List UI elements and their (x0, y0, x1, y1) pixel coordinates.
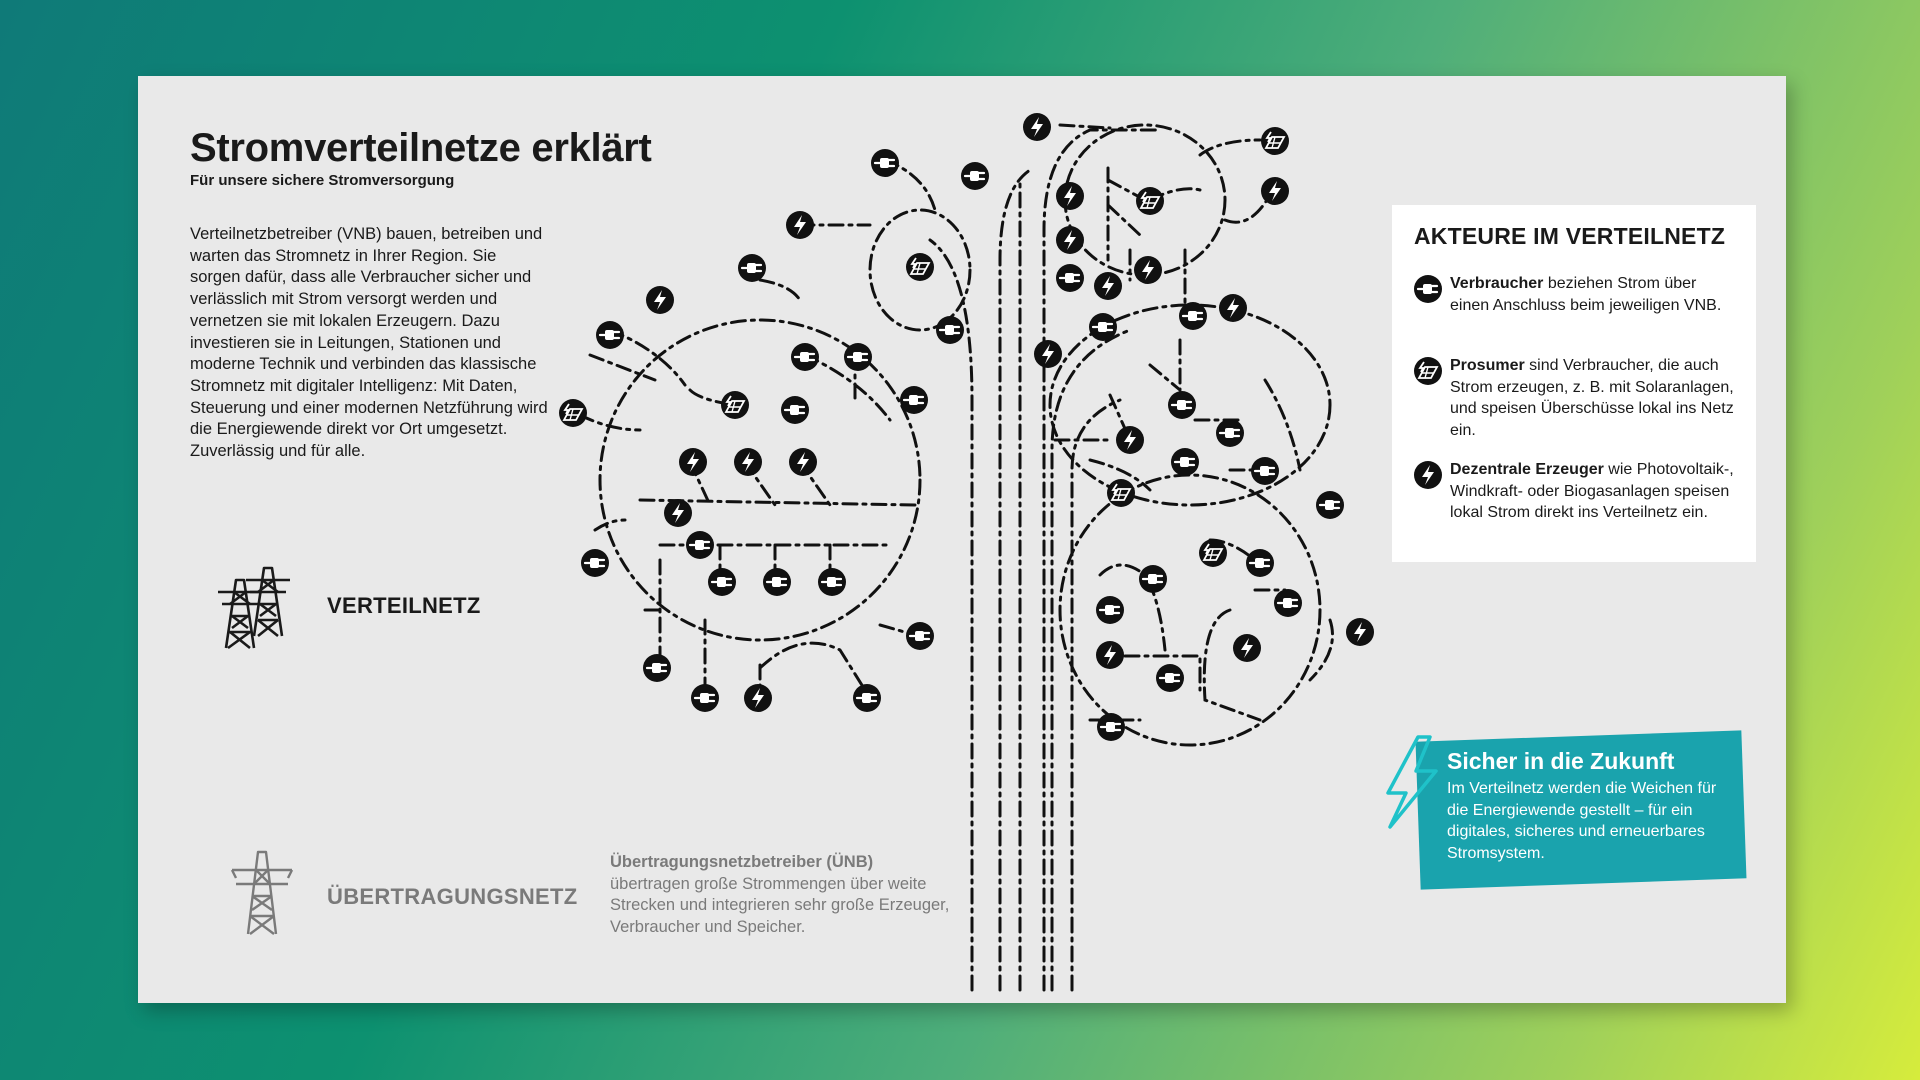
network-icons (558, 113, 1374, 743)
entry-erzeuger: Dezentrale Erzeuger wie Photovoltaik-, W… (1414, 459, 1734, 524)
page-title: Stromverteilnetze erklärt (190, 126, 652, 170)
entry-prosumer: Prosumer sind Verbraucher, die auch Stro… (1414, 355, 1734, 441)
power-towers-icon (218, 566, 290, 650)
actors-panel: AKTEURE IM VERTEILNETZ Verbraucher bezie… (1392, 205, 1756, 562)
transmission-tower-icon (230, 850, 294, 935)
verteilnetz-label: VERTEILNETZ (327, 593, 481, 618)
plug-icon (1414, 275, 1442, 303)
intro-text: Verteilnetzbetreiber (VNB) bauen, betrei… (190, 225, 548, 461)
solar-icon (1414, 357, 1442, 385)
uenb-text: übertragen große Strommengen über weite … (610, 874, 950, 937)
lightning-icon (1386, 735, 1438, 829)
bolt-icon (1414, 461, 1442, 489)
entry-verbraucher: Verbraucher beziehen Strom über einen An… (1414, 273, 1734, 316)
banner-text: Im Verteilnetz werden die Weichen für di… (1447, 780, 1717, 862)
page-subtitle: Für unsere sichere Stromversorgung (190, 172, 455, 189)
uenb-description: Übertragungsnetzbetreiber (ÜNB) übertrage… (610, 852, 950, 939)
entry-erzeuger-text: Dezentrale Erzeuger wie Photovoltaik-, W… (1450, 461, 1734, 521)
banner-title: Sicher in die Zukunft (1447, 748, 1675, 774)
uenb-heading: Übertragungsnetzbetreiber (ÜNB) (610, 853, 874, 871)
entry-verbraucher-text: Verbraucher beziehen Strom über einen An… (1450, 275, 1722, 314)
panel-title: AKTEURE IM VERTEILNETZ (1414, 223, 1726, 249)
entry-prosumer-text: Prosumer sind Verbraucher, die auch Stro… (1450, 357, 1734, 439)
uebertragungsnetz-label: ÜBERTRAGUNGSNETZ (327, 884, 578, 909)
